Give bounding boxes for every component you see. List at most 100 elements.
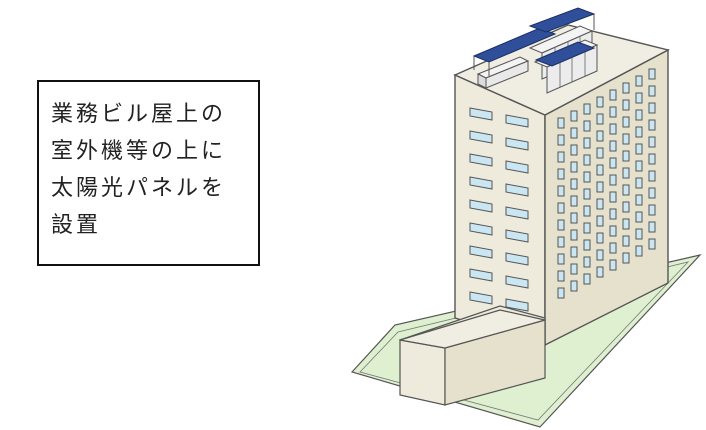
side-window xyxy=(570,195,578,207)
side-window xyxy=(583,120,591,132)
caption-line-2: 室外機等の上に xyxy=(51,139,227,164)
side-window xyxy=(609,140,617,152)
side-window xyxy=(583,188,591,200)
side-window xyxy=(648,102,656,114)
side-window xyxy=(570,229,578,241)
side-window xyxy=(622,184,630,196)
side-window xyxy=(609,157,617,169)
side-window xyxy=(635,143,643,155)
front-window xyxy=(505,137,529,151)
side-window xyxy=(570,161,578,173)
side-window xyxy=(609,225,617,237)
side-window xyxy=(648,221,656,233)
side-window xyxy=(635,177,643,189)
side-window xyxy=(583,273,591,285)
side-window xyxy=(557,117,565,129)
side-window xyxy=(557,134,565,146)
side-window xyxy=(648,238,656,250)
side-window xyxy=(622,167,630,179)
side-window xyxy=(622,252,630,264)
side-window xyxy=(557,202,565,214)
front-window xyxy=(469,245,493,259)
side-window xyxy=(648,170,656,182)
side-window xyxy=(570,263,578,275)
side-window xyxy=(648,136,656,148)
side-window xyxy=(609,174,617,186)
side-window xyxy=(622,133,630,145)
side-window xyxy=(635,126,643,138)
side-window xyxy=(635,109,643,121)
side-window xyxy=(622,235,630,247)
side-window xyxy=(648,187,656,199)
side-window xyxy=(648,119,656,131)
side-window xyxy=(635,228,643,240)
side-window xyxy=(648,204,656,216)
side-window xyxy=(557,185,565,197)
side-window xyxy=(596,181,604,193)
side-window xyxy=(583,239,591,251)
side-window xyxy=(648,85,656,97)
solar-panel-icon xyxy=(472,7,596,76)
side-window xyxy=(609,89,617,101)
front-window xyxy=(505,114,529,128)
side-window xyxy=(622,116,630,128)
side-window xyxy=(596,164,604,176)
front-window xyxy=(469,176,493,190)
side-window xyxy=(609,259,617,271)
side-window xyxy=(609,242,617,254)
front-window xyxy=(505,252,529,266)
side-window xyxy=(609,106,617,118)
caption-line-4: 設置 xyxy=(51,213,102,238)
side-window xyxy=(596,249,604,261)
side-window xyxy=(596,147,604,159)
side-window xyxy=(648,68,656,80)
side-window xyxy=(570,246,578,258)
side-window xyxy=(609,208,617,220)
side-window xyxy=(583,222,591,234)
side-window xyxy=(583,103,591,115)
front-window xyxy=(505,206,529,220)
front-window xyxy=(469,268,493,282)
side-window xyxy=(596,215,604,227)
side-window xyxy=(635,245,643,257)
side-window xyxy=(570,110,578,122)
front-window xyxy=(469,199,493,213)
side-window xyxy=(557,253,565,265)
front-window xyxy=(505,229,529,243)
side-window xyxy=(635,160,643,172)
side-window xyxy=(570,178,578,190)
annex-front xyxy=(399,339,446,406)
side-window xyxy=(622,150,630,162)
side-window xyxy=(622,99,630,111)
caption-line-1: 業務ビル屋上の xyxy=(51,102,227,127)
side-window xyxy=(596,113,604,125)
front-window xyxy=(505,160,529,174)
side-window xyxy=(557,219,565,231)
side-window xyxy=(570,127,578,139)
caption-line-3: 太陽光パネルを xyxy=(51,176,227,201)
front-window xyxy=(505,275,529,289)
side-window xyxy=(570,144,578,156)
side-window xyxy=(609,123,617,135)
side-window xyxy=(622,218,630,230)
side-window xyxy=(557,236,565,248)
front-window xyxy=(469,130,493,144)
side-window xyxy=(596,266,604,278)
side-window xyxy=(583,171,591,183)
side-window xyxy=(557,287,565,299)
caption-box: 業務ビル屋上の 室外機等の上に 太陽光パネルを 設置 xyxy=(37,80,260,266)
side-window xyxy=(635,194,643,206)
side-window xyxy=(648,153,656,165)
side-window xyxy=(570,212,578,224)
front-window xyxy=(505,183,529,197)
side-window xyxy=(622,82,630,94)
side-window xyxy=(557,270,565,282)
side-window xyxy=(583,256,591,268)
side-window xyxy=(635,92,643,104)
front-window xyxy=(469,153,493,167)
front-window xyxy=(505,298,529,312)
side-window xyxy=(570,280,578,292)
side-window xyxy=(622,201,630,213)
side-window xyxy=(583,205,591,217)
